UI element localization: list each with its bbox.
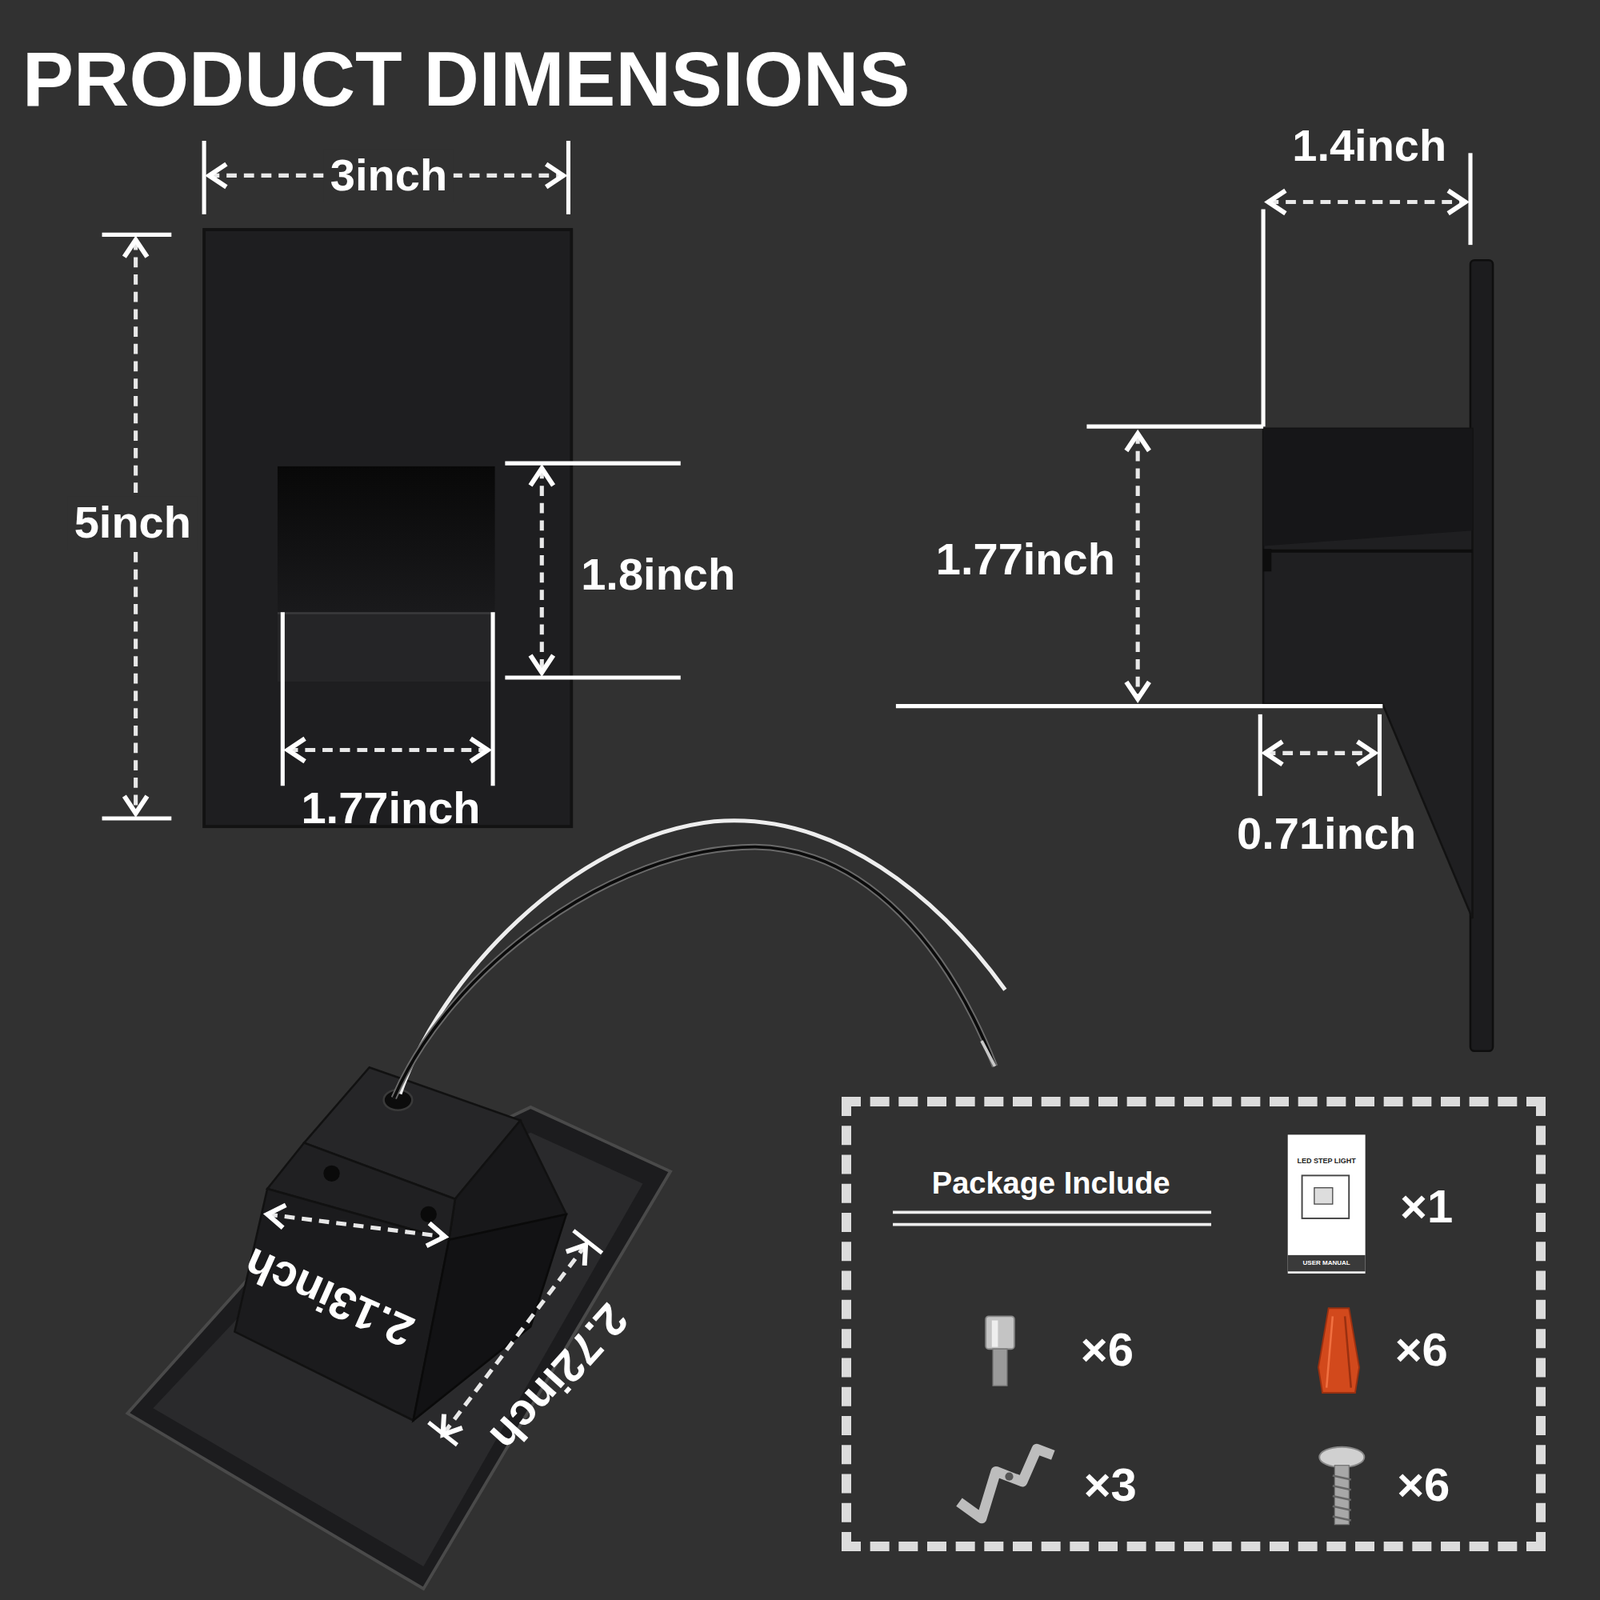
package-icons-part: [985, 1316, 1015, 1349]
dimension-label: 1.4inch: [1292, 121, 1447, 172]
package-icons-part: [1334, 1465, 1349, 1525]
side-dimension-lines-part: [1265, 751, 1375, 756]
front-dimension-lines-part: [566, 140, 571, 215]
package-icons-part: [992, 1320, 999, 1348]
quantity-label: ×6: [1080, 1324, 1134, 1376]
quantity-label: ×6: [1396, 1459, 1450, 1511]
dimension-label: 1.77inch: [936, 534, 1116, 584]
package-heading: Package Include: [932, 1167, 1171, 1201]
side-view: [1263, 260, 1493, 1052]
front-view-part: [277, 612, 496, 682]
package-icons-part: [1302, 1175, 1350, 1219]
dimension-label: 1.77inch: [300, 783, 480, 833]
package-icons-part: [1288, 1134, 1366, 1273]
side-dimension-lines-part: [1258, 714, 1263, 796]
package-icons-part: [1326, 1316, 1333, 1388]
side-dimension-lines-part: [1268, 200, 1465, 204]
side-dimension-lines-part: [1136, 433, 1140, 700]
front-dimension-lines-part: [540, 468, 544, 672]
front-dimension-lines-part: [504, 675, 680, 680]
front-dimension-lines-part: [102, 232, 172, 237]
package-icons-part: [1314, 1188, 1333, 1204]
back-view-part: [234, 1188, 449, 1421]
side-view-part: [1263, 549, 1472, 553]
side-view-part: [1263, 548, 1272, 572]
front-dimension-lines-part: [504, 461, 680, 466]
back-dimension-lines-part: [267, 1214, 445, 1237]
package-box: Package Include ×1 ×6 ×6 ×3 ×6 LED STEP LIGHT U…: [841, 1096, 1546, 1552]
package-icons-part: [1004, 1472, 1013, 1481]
quantity-label: ×3: [1084, 1459, 1137, 1511]
side-dimension-lines: [896, 152, 1471, 796]
side-dimension-lines-part: [1261, 208, 1266, 427]
side-dimension-lines-part: [896, 704, 1383, 708]
package-icons-part: [959, 1448, 1053, 1519]
quantity-label: ×6: [1395, 1324, 1448, 1376]
package-icons-part: [892, 1223, 1212, 1227]
front-dimension-lines-part: [202, 140, 207, 215]
front-view-part: [277, 612, 496, 615]
manual-text: USER MANUAL: [1303, 1260, 1351, 1268]
package-icons-part: [1344, 1316, 1352, 1388]
package-icons-part: [1318, 1308, 1360, 1393]
manual-text: LED STEP LIGHT: [1296, 1157, 1356, 1166]
side-dimension-lines-part: [1377, 714, 1382, 796]
front-dimension-lines-part: [280, 612, 285, 786]
page-title: PRODUCT DIMENSIONS: [22, 36, 910, 122]
front-view-part: [277, 466, 496, 615]
back-view-part: [152, 1132, 643, 1567]
dimension-label: 5inch: [68, 496, 198, 549]
side-view-part: [1470, 260, 1493, 1052]
front-dimension-lines-part: [491, 612, 496, 786]
front-dimension-lines: [102, 140, 681, 819]
back-view-part: [393, 847, 995, 1099]
quantity-label: ×1: [1400, 1180, 1453, 1232]
package-icons-part: [892, 1210, 1212, 1214]
dimension-label: 3inch: [324, 149, 454, 203]
package-icons: [892, 1134, 1366, 1524]
front-dimension-lines-part: [102, 816, 172, 820]
back-view-part: [981, 1040, 996, 1067]
back-view-part: [420, 1206, 437, 1223]
dimension-label: 1.8inch: [580, 549, 736, 600]
front-view: [204, 229, 572, 827]
back-view: [127, 820, 1005, 1589]
back-view-part: [400, 820, 1005, 1095]
back-view-part: [393, 847, 995, 1099]
package-icons-part: [1288, 1255, 1366, 1272]
package-icons-part: [1332, 1475, 1352, 1520]
manual-card: LED STEP LIGHT USER MANUAL: [1288, 1134, 1366, 1273]
side-view-part: [1263, 428, 1472, 547]
back-dimension-lines-part: [428, 1422, 458, 1445]
back-dimension-lines-part: [573, 1230, 603, 1253]
back-view-part: [127, 1107, 671, 1589]
front-dimension-lines-part: [288, 748, 488, 752]
front-view-part: [204, 229, 572, 827]
package-icons-part: [1319, 1447, 1364, 1468]
side-dimension-lines-part: [1468, 152, 1472, 245]
side-dimension-lines-part: [1086, 424, 1264, 429]
dimension-label: 0.71inch: [1236, 808, 1416, 859]
back-view-part: [323, 1165, 340, 1182]
package-icons-part: [992, 1348, 1008, 1386]
